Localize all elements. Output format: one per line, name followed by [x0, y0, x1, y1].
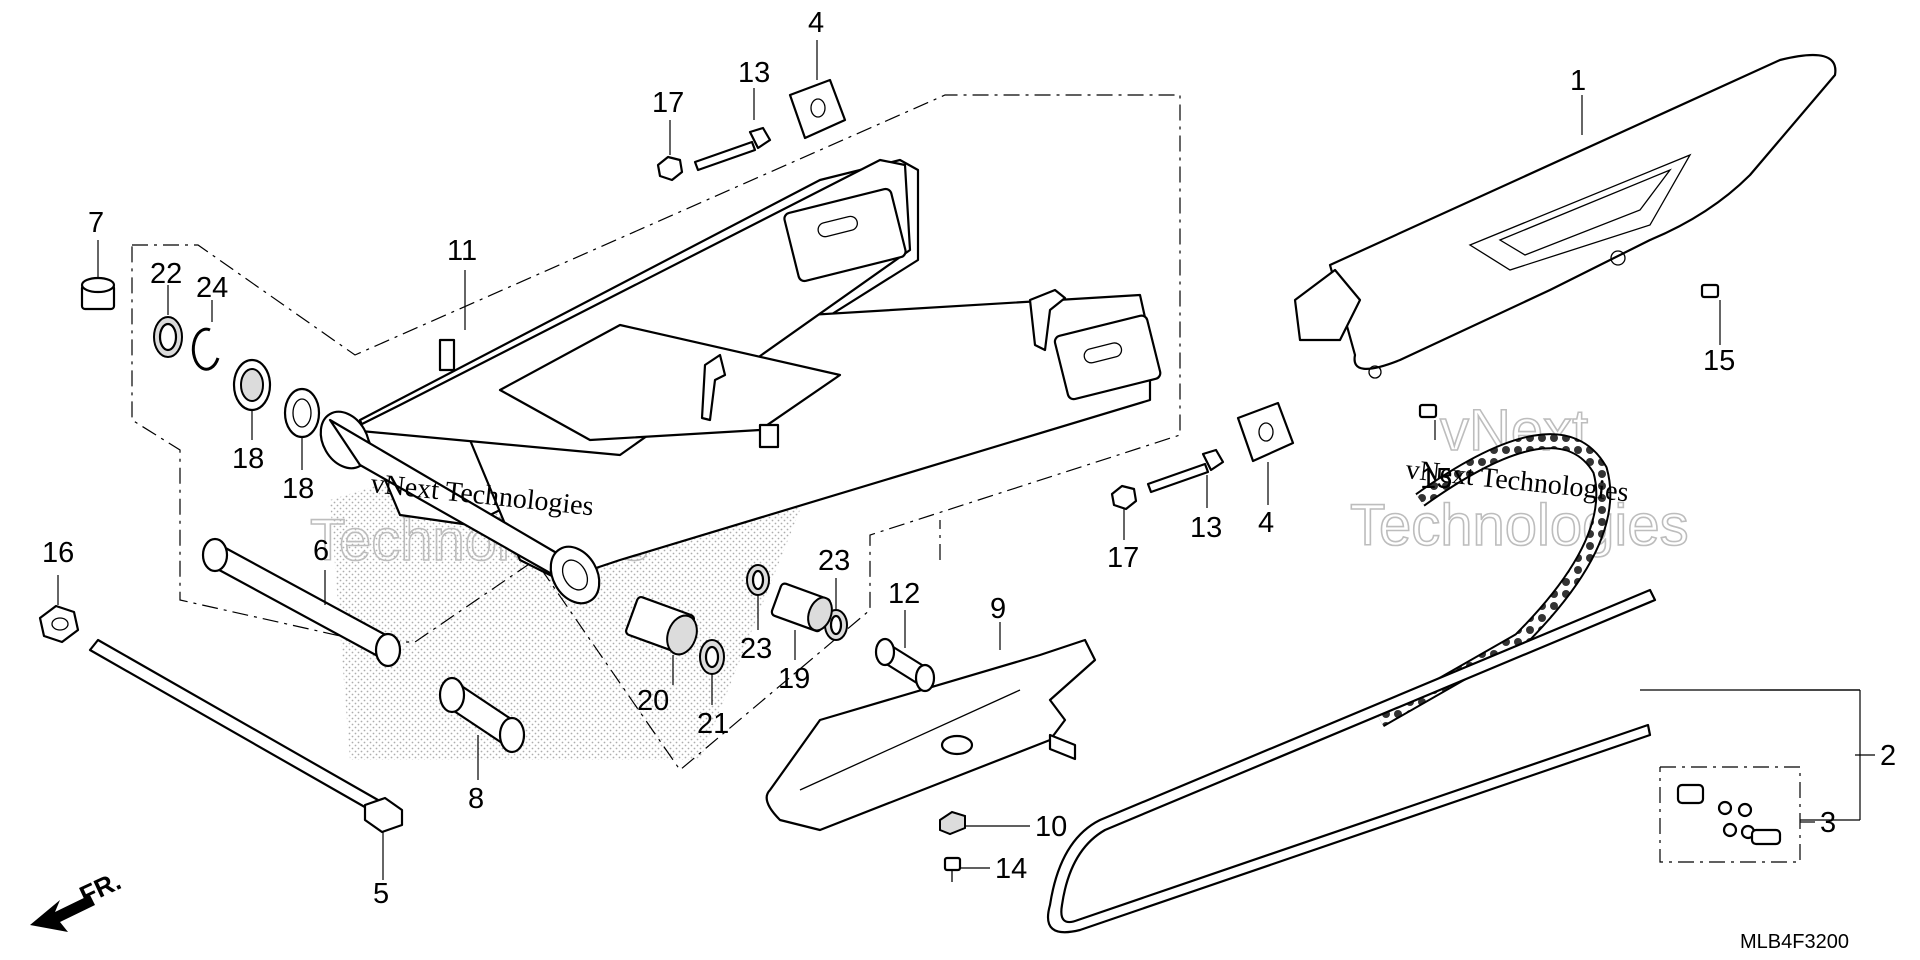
- needle-bearing-20: [624, 595, 698, 656]
- collar-12: [874, 637, 936, 693]
- hook-bracket: [700, 353, 727, 422]
- seal-21: [699, 639, 725, 675]
- bracket-tab: [438, 338, 456, 372]
- callout-15a: 15: [1703, 345, 1735, 377]
- callout-4b: 4: [1258, 507, 1274, 539]
- screw-15a: [1700, 283, 1720, 299]
- callout-18b: 18: [282, 473, 314, 505]
- callout-17b: 17: [1107, 542, 1139, 574]
- chain-case: [1293, 53, 1837, 379]
- callout-19: 19: [778, 663, 810, 695]
- bolt-13b: [1146, 448, 1225, 494]
- callout-numbers: 1 2 3 4 4 5 6 7 8 9 10 11 12 13 13 14 15…: [42, 7, 1896, 910]
- diagram-code: MLB4F3200: [1740, 931, 1849, 953]
- front-direction-indicator: FR.: [30, 866, 126, 932]
- callout-6: 6: [313, 535, 329, 567]
- screw-15b: [1418, 403, 1438, 419]
- collar-8: [438, 676, 526, 754]
- plate-4a: [788, 78, 847, 140]
- callout-10: 10: [1035, 811, 1067, 843]
- callout-24: 24: [196, 272, 228, 304]
- callout-15b: 15: [1420, 463, 1452, 495]
- hardware: [38, 78, 1720, 882]
- clip-10: [939, 810, 966, 836]
- assembly-outlines: [131, 94, 1181, 771]
- callout-8: 8: [468, 783, 484, 815]
- callout-22: 22: [150, 258, 182, 290]
- callout-20: 20: [637, 685, 669, 717]
- pivot-bolt-5: [88, 638, 404, 834]
- callout-13a: 13: [738, 57, 770, 89]
- callout-3: 3: [1820, 807, 1836, 839]
- callout-4a: 4: [808, 7, 824, 39]
- bolt-13a: [693, 126, 772, 172]
- bracket-tab: [758, 423, 780, 449]
- callout-16: 16: [42, 537, 74, 569]
- callout-1: 1: [1570, 65, 1586, 97]
- callout-12: 12: [888, 578, 920, 610]
- callout-17a: 17: [652, 87, 684, 119]
- hook-bracket: [1028, 288, 1067, 352]
- nut-17b: [1110, 484, 1138, 511]
- seal-22: [153, 316, 183, 358]
- callout-18a: 18: [232, 443, 264, 475]
- nut-17a: [656, 155, 684, 182]
- callout-5: 5: [373, 878, 389, 910]
- callout-7: 7: [88, 207, 104, 239]
- chain-slider: [765, 638, 1097, 832]
- plate-4b: [1236, 401, 1295, 463]
- circlip-24: [191, 327, 220, 371]
- pipe-6: [201, 537, 402, 668]
- callout-14: 14: [995, 853, 1027, 885]
- drive-chain: [1046, 433, 1657, 934]
- bearing-18b: [283, 387, 321, 439]
- callout-11: 11: [447, 235, 477, 267]
- seal-23a: [746, 564, 770, 596]
- bearing-18a: [232, 358, 272, 412]
- callout-23a: 23: [740, 633, 772, 665]
- watermark-large-text: Technologies: [1350, 493, 1689, 558]
- needle-bearing-19: [770, 582, 833, 633]
- nut-16: [38, 604, 80, 644]
- master-link-kit: [1659, 766, 1801, 863]
- callout-2: 2: [1880, 740, 1896, 772]
- callout-9: 9: [990, 593, 1006, 625]
- screw-14: [943, 856, 962, 882]
- front-arrow-icon: [30, 895, 95, 932]
- callout-13b: 13: [1190, 512, 1222, 544]
- swingarm: [319, 158, 1162, 605]
- callout-23b: 23: [818, 545, 850, 577]
- collar-7: [80, 276, 116, 311]
- callout-21: 21: [697, 708, 729, 740]
- leader-lines: [57, 40, 1875, 880]
